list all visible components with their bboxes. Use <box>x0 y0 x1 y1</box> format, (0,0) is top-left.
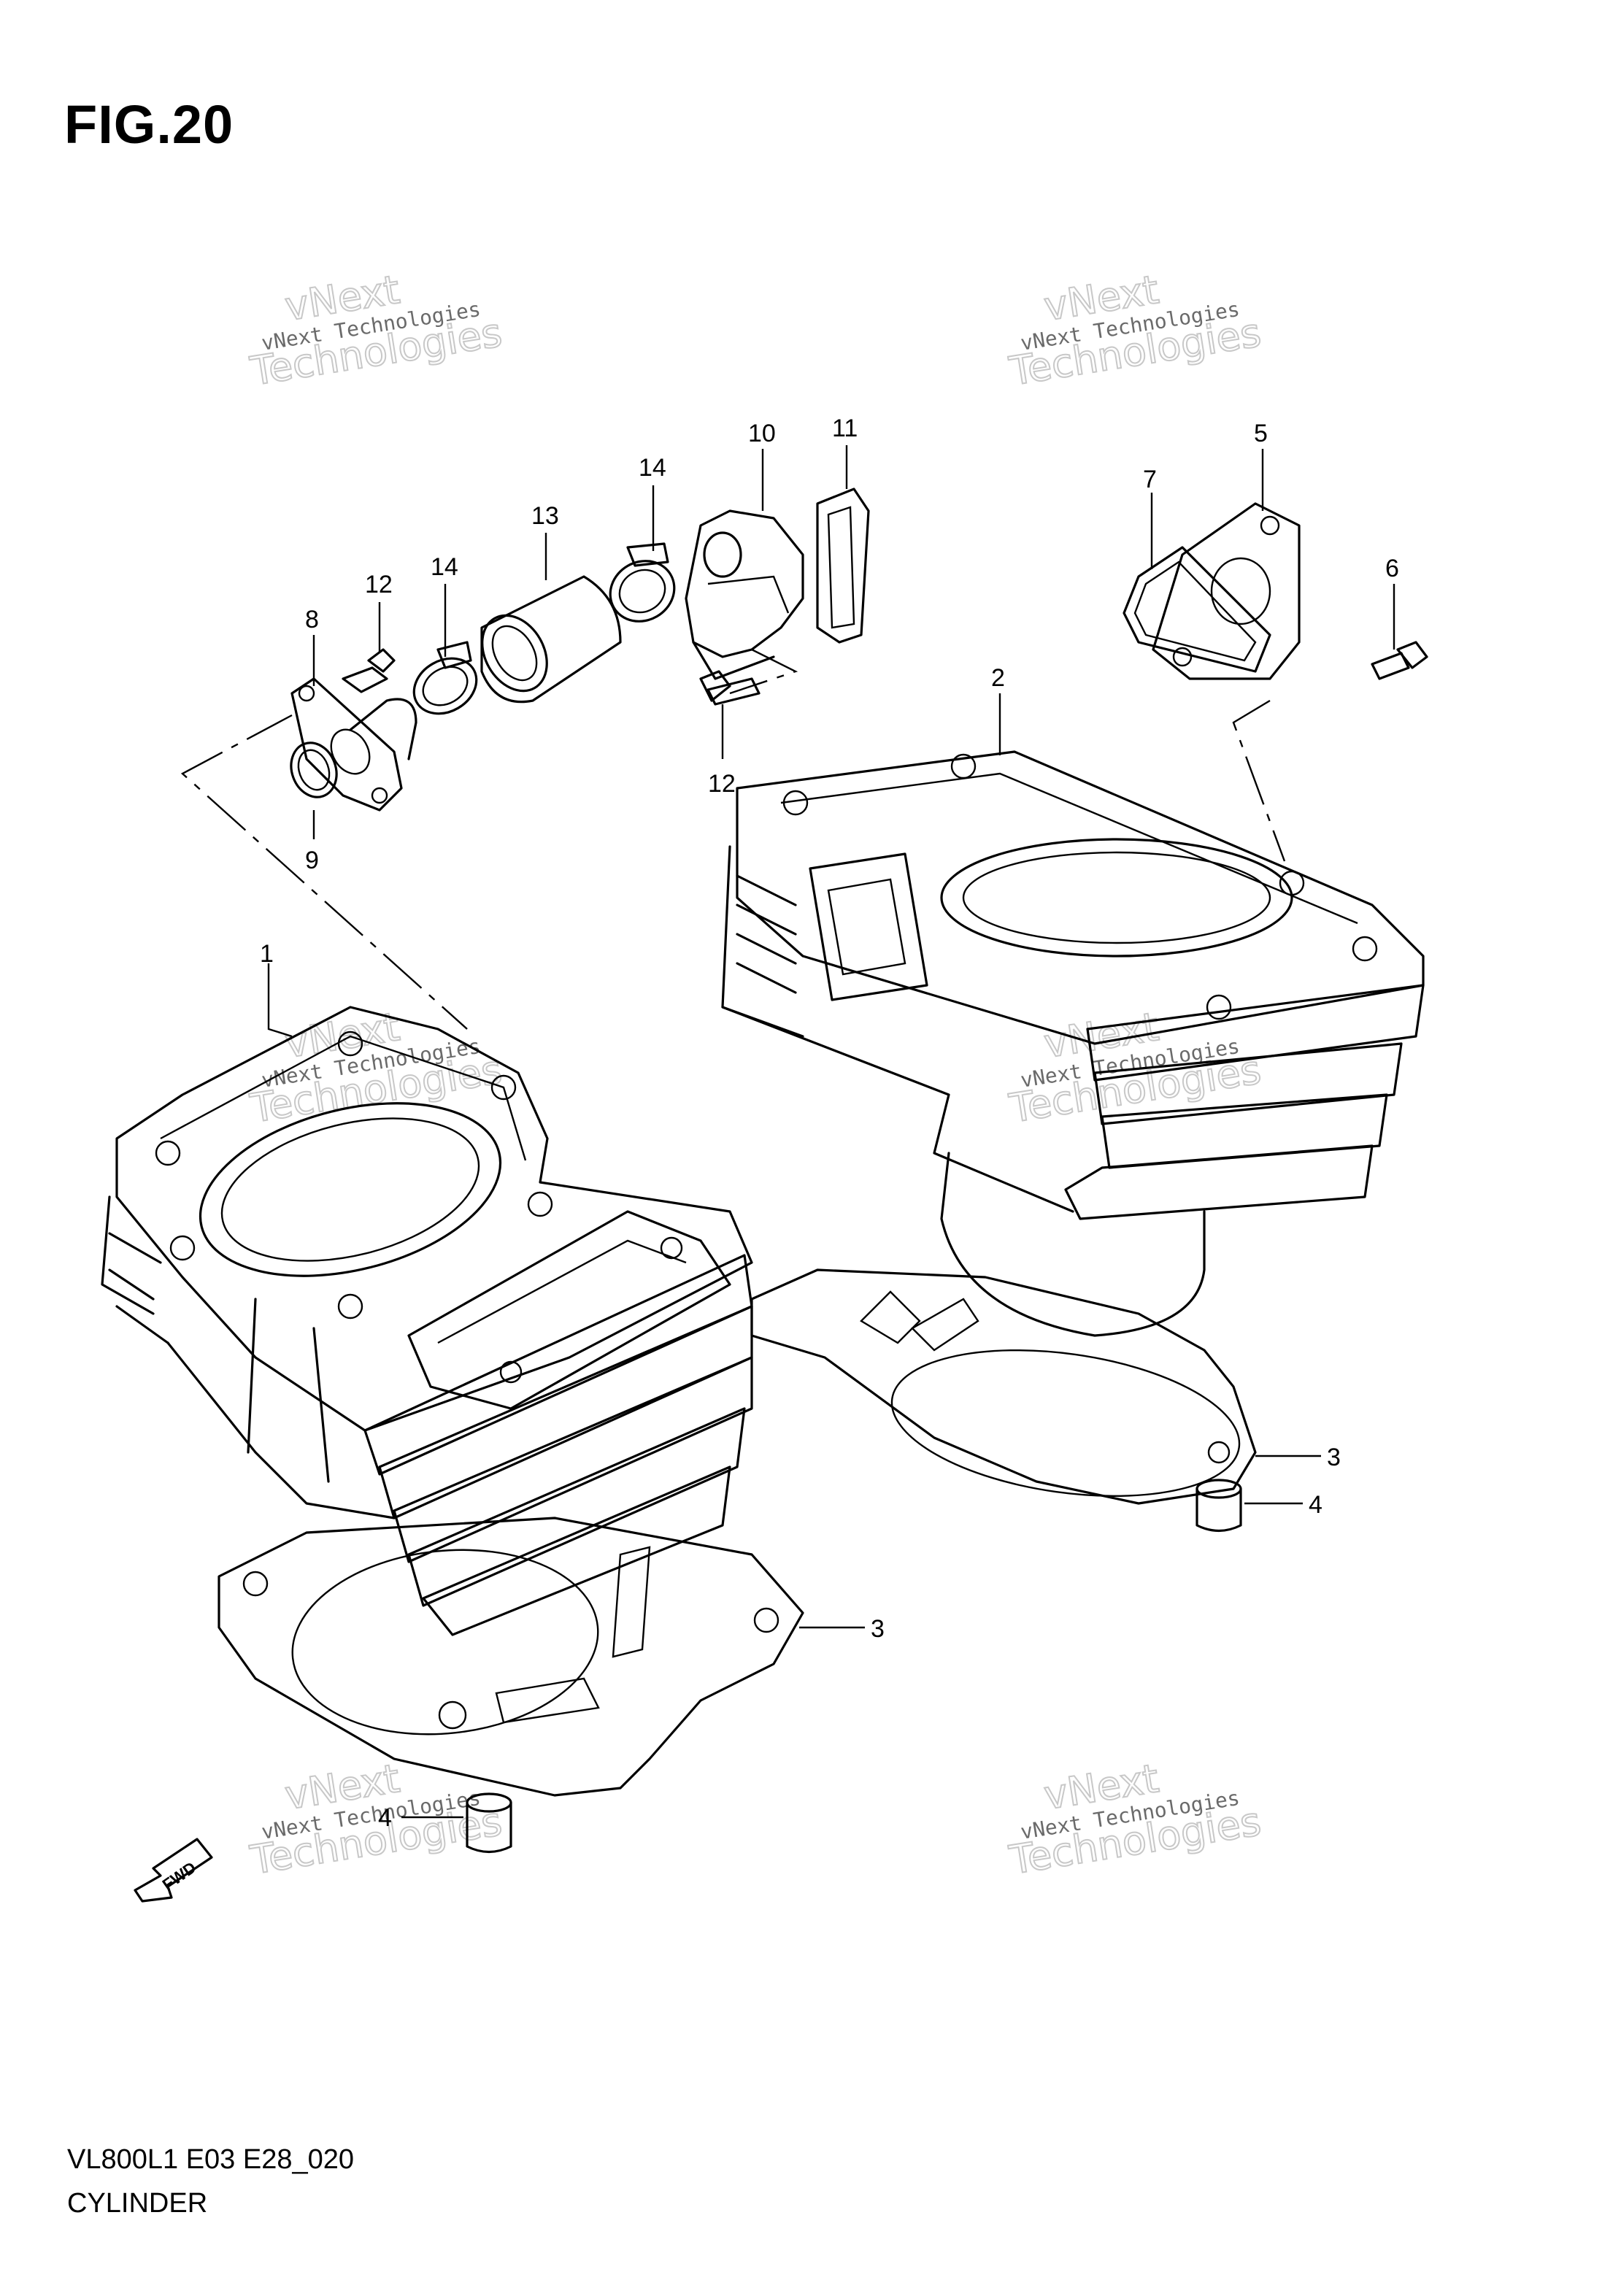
bolt-part-12-left <box>342 648 396 693</box>
watermark-mid-left: vNext vNext Technologies Technologies <box>246 1003 505 1132</box>
callout-3-lower: 3 <box>871 1615 885 1643</box>
dowel-pin-lower <box>466 1792 512 1854</box>
o-ring-gasket-part-7 <box>1123 546 1271 673</box>
forward-direction-arrow-icon: FWD <box>134 1838 213 1903</box>
bolt-part-12-right <box>699 670 761 706</box>
callout-4-upper: 4 <box>1309 1491 1322 1519</box>
diagram-code: VL800L1 E03 E28_020 <box>67 2144 355 2175</box>
callout-14-right: 14 <box>639 454 666 482</box>
watermark-bottom-right: vNext vNext Technologies Technologies <box>1005 1754 1264 1884</box>
callout-1: 1 <box>260 940 274 968</box>
gasket-part-11 <box>816 488 870 644</box>
callout-7: 7 <box>1143 466 1157 493</box>
o-ring-part-9 <box>290 741 338 798</box>
cylinder-base-gasket-upper <box>750 1268 1257 1505</box>
water-inlet-fitting-part-8 <box>290 677 417 812</box>
rear-cylinder-part-2 <box>721 750 1425 1337</box>
callout-14-left: 14 <box>431 553 458 581</box>
assembly-line-left <box>180 714 468 1030</box>
callout-13: 13 <box>531 502 559 530</box>
dowel-pin-upper <box>1195 1479 1242 1533</box>
cylinder-base-gasket-lower <box>217 1517 804 1797</box>
callout-12-right: 12 <box>708 770 736 798</box>
watermark-bottom-left: vNext vNext Technologies Technologies <box>246 1754 505 1884</box>
hose-clamp-part-14-right <box>609 542 676 623</box>
callout-5: 5 <box>1254 420 1268 447</box>
callout-4-lower: 4 <box>378 1804 392 1832</box>
callout-11: 11 <box>832 415 858 442</box>
fwd-label: FWD <box>159 1858 199 1894</box>
callout-2: 2 <box>991 664 1005 692</box>
callout-10: 10 <box>748 420 776 447</box>
assembly-line-right <box>1232 699 1286 862</box>
callout-6: 6 <box>1385 555 1399 582</box>
thermostat-cover-part-10 <box>685 509 804 680</box>
bolt-part-6 <box>1371 641 1428 680</box>
diagram-name: CYLINDER <box>67 2188 208 2219</box>
watermark-top-right: vNext vNext Technologies Technologies <box>1005 266 1264 395</box>
assembly-line-thermo <box>729 648 798 695</box>
callout-8: 8 <box>305 606 319 633</box>
leader-lines <box>267 445 1395 1819</box>
hose-clamp-part-14-left <box>412 641 478 715</box>
water-hose-part-13 <box>480 575 622 704</box>
watermark-top-left: vNext vNext Technologies Technologies <box>246 266 505 395</box>
callout-12-left: 12 <box>365 571 393 598</box>
figure-title: FIG.20 <box>64 94 234 155</box>
callout-3-upper: 3 <box>1327 1444 1341 1471</box>
callout-9: 9 <box>305 847 319 874</box>
